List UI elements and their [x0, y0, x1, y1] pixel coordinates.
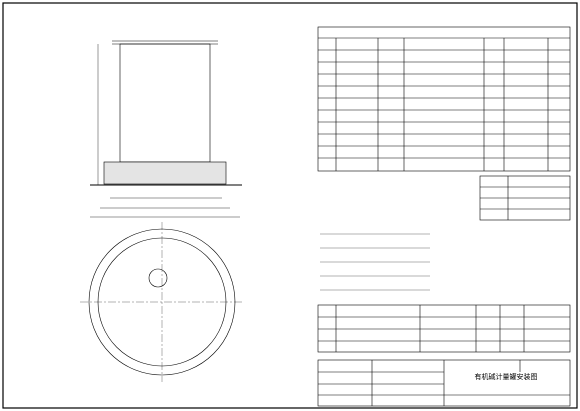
tank-shell — [119, 43, 211, 163]
tank-elevation-view — [90, 40, 242, 218]
tank-plan-view-a-a — [80, 222, 244, 382]
technical-notes — [320, 233, 430, 291]
concrete-base — [103, 161, 227, 185]
title-block — [317, 359, 571, 407]
nozzle-table — [317, 26, 571, 172]
parts-list-table — [317, 304, 571, 353]
plan-manhole — [148, 268, 168, 288]
equipment-spec-table — [479, 175, 571, 221]
drawing-title: 有机碱计量罐安装图 — [474, 373, 538, 381]
